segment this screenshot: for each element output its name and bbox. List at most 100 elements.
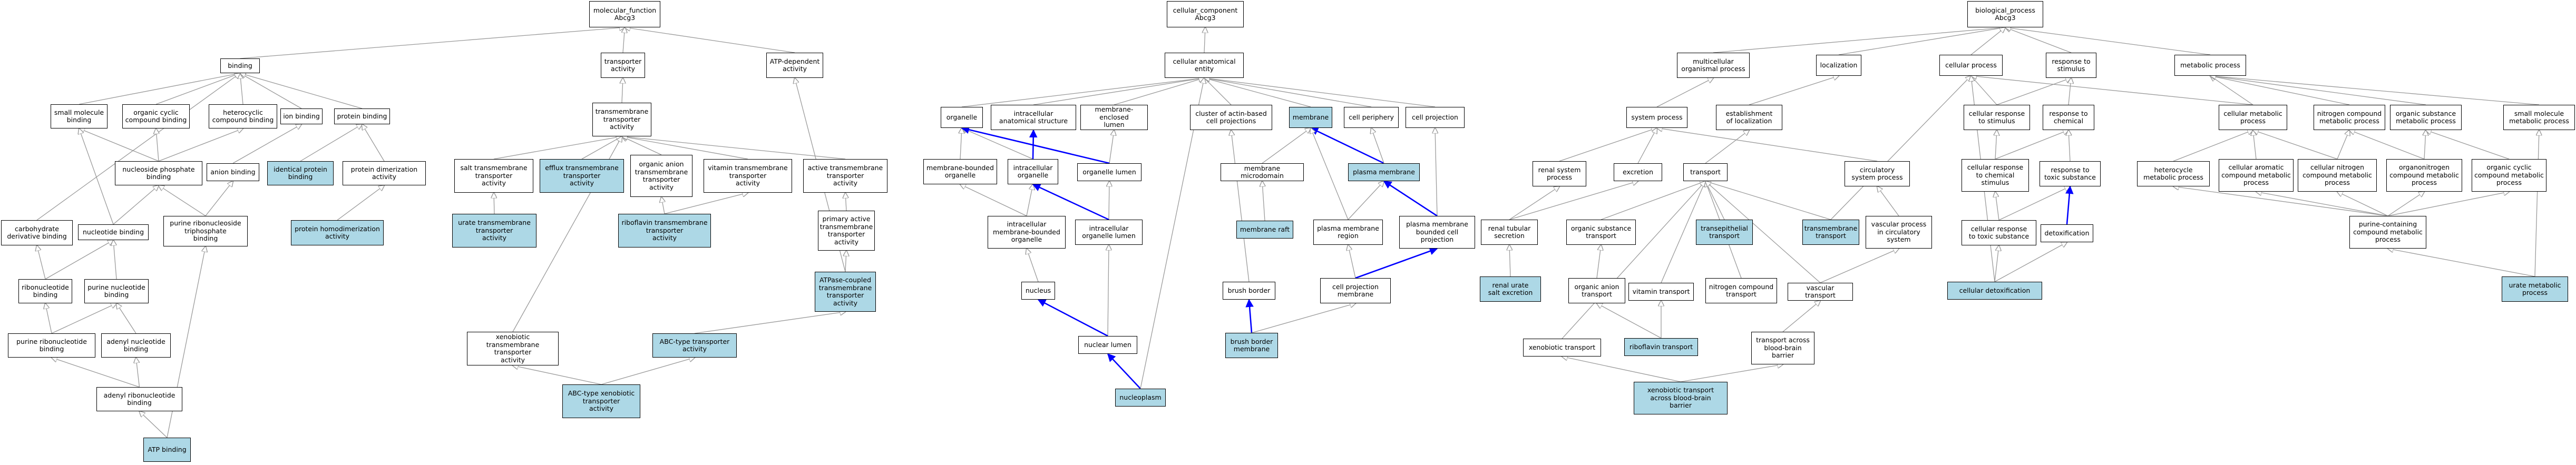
node-xenobiotic-transport: xenobiotic transport bbox=[1523, 339, 1601, 357]
node-small-molecule-binding: small molecule binding bbox=[51, 104, 108, 128]
node-abc-type-xenobiotic-transporter-activity: ABC-type xenobiotic transporter activity bbox=[562, 384, 640, 418]
edge-vitamin-transmembrane-transporter-activity-to-transmembrane-transporter-activity bbox=[622, 136, 748, 160]
edge-efflux-transmembrane-transporter-activity-to-transmembrane-transporter-activity bbox=[581, 136, 622, 160]
edge-abc-type-transporter-activity-to-atpase-coupled-transmembrane-transporter-activity bbox=[694, 312, 845, 334]
node-efflux-transmembrane-transporter-activity: efflux transmembrane transporter activit… bbox=[540, 159, 624, 193]
edge-system-process-to-multicellular-organismal-process bbox=[1656, 78, 1713, 107]
node-nucleus: nucleus bbox=[1021, 282, 1055, 300]
node-membrane: membrane bbox=[1289, 107, 1332, 128]
node-xenobiotic-transmembrane-transporter-activity: xenobiotic transmembrane transporter act… bbox=[467, 332, 559, 365]
node-transporter-activity: transporter activity bbox=[601, 53, 645, 78]
edge-protein-dimerization-activity-to-protein-binding bbox=[362, 124, 385, 162]
node-intracellular-membrane-bounded-organelle: intracellular membrane-bounded organelle bbox=[988, 216, 1066, 249]
edge-membrane-enclosed-lumen-to-cellular-anatomical-entity bbox=[1114, 78, 1204, 105]
node-plasma-membrane-bounded-cell-projection: plasma membrane bounded cell projection bbox=[1399, 216, 1475, 249]
node-response-to-toxic-substance: response to toxic substance bbox=[2040, 161, 2101, 186]
edge-organic-anion-transmembrane-transporter-activity-to-transmembrane-transporter-activity bbox=[622, 136, 662, 155]
edge-ribonucleotide-binding-to-carbohydrate-derivative-binding bbox=[37, 245, 46, 280]
edge-purine-ribonucleotide-binding-to-purine-nucleotide-binding bbox=[51, 303, 116, 334]
node-bp-root: biological_process Abcg3 bbox=[1967, 1, 2043, 27]
edge-purine-containing-compound-metabolic-process-to-heterocycle-metabolic-process bbox=[2173, 186, 2388, 216]
node-cellular-response-to-toxic-substance: cellular response to toxic substance bbox=[1962, 220, 2036, 245]
node-mf-root: molecular_function Abcg3 bbox=[589, 1, 660, 27]
edge-renal-urate-salt-excretion-to-renal-tubular-secretion bbox=[1509, 245, 1510, 277]
node-intracellular-organelle-lumen: intracellular organelle lumen bbox=[1075, 220, 1143, 245]
edge-transport-across-blood-brain-barrier-to-vascular-transport bbox=[1782, 301, 1820, 332]
node-vascular-process-in-circulatory-system: vascular process in circulatory system bbox=[1866, 216, 1932, 249]
edge-membrane-raft-to-membrane-microdomain bbox=[1262, 181, 1265, 221]
edge-plasma-membrane-to-membrane bbox=[1310, 127, 1384, 164]
edge-transport-to-establishment-of-localization bbox=[1705, 130, 1749, 164]
node-membrane-enclosed-lumen: membrane-enclosed lumen bbox=[1080, 105, 1148, 130]
node-establishment-of-localization: establishment of localization bbox=[1716, 105, 1782, 130]
edge-salt-transmembrane-transporter-activity-to-transmembrane-transporter-activity bbox=[493, 136, 622, 160]
node-excretion: excretion bbox=[1614, 163, 1662, 181]
edge-organic-substance-metabolic-process-to-metabolic-process bbox=[2210, 76, 2426, 105]
node-salt-transmembrane-transporter-activity: salt transmembrane transporter activity bbox=[454, 159, 533, 193]
edge-heterocycle-metabolic-process-to-cellular-metabolic-process bbox=[2173, 130, 2253, 162]
edge-purine-containing-compound-metabolic-process-to-cellular-aromatic-compound-metabolic-process bbox=[2256, 192, 2388, 216]
edge-nucleoside-phosphate-binding-to-small-molecule-binding bbox=[79, 128, 159, 162]
edge-plasma-membrane-region-to-plasma-membrane bbox=[1348, 181, 1384, 220]
edge-brush-border-membrane-to-cell-projection-membrane bbox=[1251, 303, 1355, 333]
edge-carbohydrate-derivative-binding-to-binding bbox=[36, 73, 240, 221]
node-brush-border: brush border bbox=[1223, 282, 1275, 300]
edge-cell-projection-to-cellular-anatomical-entity bbox=[1204, 78, 1436, 107]
node-nucleoplasm: nucleoplasm bbox=[1115, 389, 1166, 407]
edge-plasma-membrane-to-cell-periphery bbox=[1371, 128, 1384, 164]
edge-cell-projection-membrane-to-plasma-membrane-bounded-cell-projection bbox=[1355, 247, 1438, 279]
edge-localization-to-bp-root bbox=[1838, 27, 2005, 55]
edge-nucleoside-phosphate-binding-to-organic-cyclic-compound-binding bbox=[156, 128, 159, 162]
edge-transporter-activity-to-mf-root bbox=[623, 27, 625, 53]
node-riboflavin-transport: riboflavin transport bbox=[1624, 338, 1698, 356]
node-cellular-response-to-chemical-stimulus: cellular response to chemical stimulus bbox=[1962, 159, 2029, 192]
node-vitamin-transmembrane-transporter-activity: vitamin transmembrane transporter activi… bbox=[704, 159, 792, 193]
node-adenyl-nucleotide-binding: adenyl nucleotide binding bbox=[101, 333, 171, 358]
edge-membrane-bounded-organelle-to-organelle bbox=[960, 128, 962, 160]
node-transport-across-blood-brain-barrier: transport across blood-brain barrier bbox=[1751, 332, 1814, 364]
edge-cellular-nitrogen-compound-metabolic-process-to-cellular-metabolic-process bbox=[2253, 130, 2338, 160]
edge-protein-homodimerization-activity-to-protein-dimerization-activity bbox=[337, 185, 384, 221]
edge-nucleoplasm-to-nuclear-lumen bbox=[1107, 353, 1141, 389]
node-protein-binding: protein binding bbox=[334, 108, 390, 124]
edge-response-to-stimulus-to-bp-root bbox=[2005, 27, 2072, 53]
edge-membrane-microdomain-to-membrane bbox=[1262, 128, 1311, 164]
node-heterocyclic-compound-binding: heterocyclic compound binding bbox=[209, 104, 277, 128]
node-purine-ribonucleotide-binding: purine ribonucleotide binding bbox=[8, 333, 95, 358]
node-localization: localization bbox=[1816, 55, 1861, 76]
node-response-to-stimulus: response to stimulus bbox=[2046, 53, 2096, 78]
edge-organic-anion-transport-to-organic-substance-transport bbox=[1596, 245, 1601, 279]
node-cc-root: cellular_component Abcg3 bbox=[1167, 1, 1244, 27]
edge-xenobiotic-transport-to-transport bbox=[1562, 181, 1705, 339]
node-protein-homodimerization-activity: protein homodimerization activity bbox=[291, 220, 384, 245]
edge-organonitrogen-compound-metabolic-process-to-nitrogen-compound-metabolic-process bbox=[2349, 130, 2425, 160]
edge-organic-substance-transport-to-transport bbox=[1601, 181, 1705, 220]
node-primary-active-transmembrane-transporter-activity: primary active transmembrane transporter… bbox=[818, 211, 875, 251]
edge-transmembrane-transporter-activity-to-transporter-activity bbox=[622, 78, 623, 103]
node-circulatory-system-process: circulatory system process bbox=[1845, 161, 1910, 186]
edge-cellular-response-to-toxic-substance-to-cellular-response-to-chemical-stimulus bbox=[1995, 192, 1999, 221]
edge-brush-border-membrane-to-brush-border bbox=[1245, 299, 1254, 333]
edge-vascular-process-in-circulatory-system-to-circulatory-system-process bbox=[1877, 186, 1899, 216]
edge-atp-dependent-activity-to-mf-root bbox=[625, 27, 795, 53]
node-xenobiotic-transport-across-blood-brain-barrier: xenobiotic transport across blood-brain … bbox=[1634, 382, 1728, 414]
node-nitrogen-compound-metabolic-process: nitrogen compound metabolic process bbox=[2314, 105, 2385, 130]
edge-intracellular-organelle-lumen-to-intracellular-organelle bbox=[1032, 183, 1109, 221]
node-cell-projection: cell projection bbox=[1406, 107, 1465, 128]
node-organic-substance-transport: organic substance transport bbox=[1566, 220, 1636, 245]
node-intracellular-organelle: intracellular organelle bbox=[1008, 159, 1058, 184]
edge-nucleotide-binding-to-nucleoside-phosphate-binding bbox=[113, 185, 159, 225]
node-urate-transmembrane-transporter-activity: urate transmembrane transporter activity bbox=[452, 214, 536, 248]
node-protein-dimerization-activity: protein dimerization activity bbox=[343, 161, 426, 185]
edge-organonitrogen-compound-metabolic-process-to-organic-substance-metabolic-process bbox=[2424, 130, 2426, 160]
edge-riboflavin-transmembrane-transporter-activity-to-organic-anion-transmembrane-transporter-activity bbox=[661, 197, 665, 214]
edge-cell-periphery-to-cellular-anatomical-entity bbox=[1204, 78, 1372, 107]
node-urate-metabolic-process: urate metabolic process bbox=[2502, 276, 2568, 302]
edge-protein-binding-to-binding bbox=[240, 73, 363, 109]
edge-cellular-detoxification-to-cellular-response-to-toxic-substance bbox=[1994, 245, 1999, 282]
edge-cellular-response-to-chemical-stimulus-to-response-to-chemical bbox=[1995, 130, 2068, 160]
node-vitamin-transport: vitamin transport bbox=[1628, 283, 1694, 301]
node-response-to-chemical: response to chemical bbox=[2043, 105, 2094, 130]
edge-renal-tubular-secretion-to-renal-system-process bbox=[1509, 186, 1559, 220]
